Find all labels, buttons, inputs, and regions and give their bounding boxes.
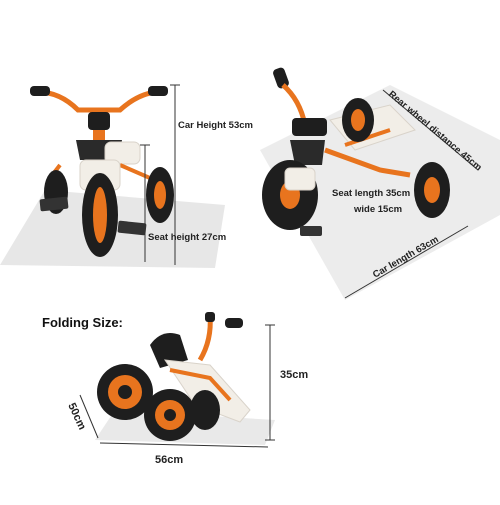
seat-height-label: Seat height 27cm (148, 232, 226, 243)
tricycle-folded-view (97, 312, 251, 441)
folded-length-label: 56cm (155, 454, 183, 466)
seat-length-label: Seat length 35cm (332, 188, 410, 199)
car-height-label: Car Height 53cm (178, 120, 253, 131)
car-length-line (344, 225, 469, 299)
folding-size-title: Folding Size: (42, 315, 123, 330)
seat-width-label: wide 15cm (353, 204, 402, 215)
tricycle-angled-view (262, 67, 450, 236)
folded-length-line (99, 442, 269, 448)
rear-wheel-distance-line (382, 89, 479, 171)
tricycle-front-view (30, 86, 174, 257)
floor-shadow-angled (260, 85, 500, 300)
folded-depth-line (79, 394, 99, 439)
folded-height-label: 35cm (280, 369, 308, 381)
